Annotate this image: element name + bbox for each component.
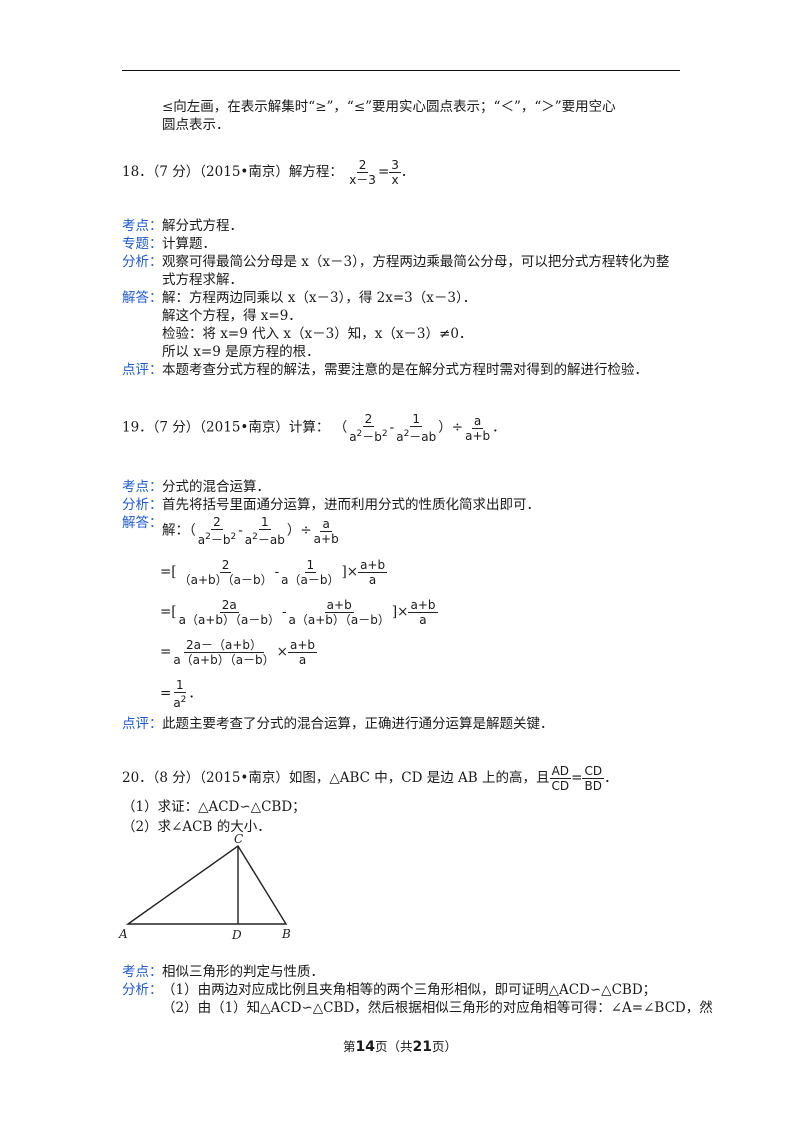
prev-line-2: 圆点表示．	[162, 117, 230, 133]
q20-fenxi-label: 分析：	[122, 982, 163, 998]
q19-jieda-label: 解答：	[122, 515, 163, 531]
q20-part-2: （2）求∠ACB 的大小．	[122, 819, 271, 835]
q18-fenxi-label: 分析：	[122, 254, 163, 270]
q19-dianping: 此题主要考查了分式的混合运算，正确进行通分运算是解题关键．	[162, 716, 554, 732]
q18-header-text: 18．（7 分）（2015•南京）解方程：	[122, 164, 343, 180]
q19-kaodian-label: 考点：	[122, 479, 163, 495]
q18-jieda-line-4: 所以 x=9 是原方程的根．	[162, 344, 320, 360]
q18-fenxi-line-1: 观察可得最简公分母是 x（x－3），方程两边乘最简公分母，可以把分式方程转化为整	[162, 254, 670, 270]
q18-kaodian-label: 考点：	[122, 218, 163, 234]
page-total: 21	[412, 1039, 432, 1055]
q19-kaodian: 分式的混合运算．	[162, 479, 270, 495]
q18-zhuanti-label: 专题：	[122, 236, 163, 252]
header-rule	[122, 70, 680, 71]
q20-kaodian-label: 考点：	[122, 964, 163, 980]
q18-dianping: 本题考查分式方程的解法，需要注意的是在解分式方程时需对得到的解进行检验．	[162, 362, 648, 378]
page-number: 14	[355, 1039, 375, 1055]
q19-dianping-label: 点评：	[122, 716, 163, 732]
q18-jieda-line-3: 检验：将 x=9 代入 x（x－3）知，x（x－3）≠0．	[162, 326, 473, 342]
q18-zhuanti: 计算题．	[162, 236, 216, 252]
q20-header-text: 20．（8 分）（2015•南京）如图，△ABC 中，CD 是边 AB 上的高，…	[122, 770, 550, 786]
q20-part-1: （1）求证：△ACD∽△CBD；	[122, 799, 306, 815]
point-d-label: D	[231, 928, 242, 942]
q20-kaodian: 相似三角形的判定与性质．	[162, 964, 324, 980]
q19-fenxi-label: 分析：	[122, 497, 163, 513]
q19-header-text: 19．（7 分）（2015•南京）计算：	[122, 419, 330, 436]
q20-header: 20．（8 分）（2015•南京）如图，△ABC 中，CD 是边 AB 上的高，…	[122, 764, 618, 793]
q18-kaodian: 解分式方程．	[162, 218, 243, 234]
vertex-c-label: C	[234, 832, 243, 846]
triangle-figure: C A D B	[118, 832, 291, 942]
prev-line-1: ≤向左画，在表示解集时“≥”，“≤”要用实心圆点表示；“＜”，“＞”要用空心	[162, 99, 616, 115]
q20-fenxi-line-2: （2）由（1）知△ACD∽△CBD，然后根据相似三角形的对应角相等可得：∠A=∠…	[162, 1000, 713, 1016]
q18-fenxi-line-2: 式方程求解．	[162, 272, 243, 288]
q19-fenxi: 首先将括号里面通分运算，进而利用分式的性质化简求出即可．	[162, 497, 540, 513]
page-footer: 第14页（共21页）	[342, 1039, 457, 1055]
q18-jieda-line-2: 解这个方程，得 x=9．	[162, 308, 302, 324]
vertex-a-label: A	[118, 927, 128, 941]
q20-fenxi-line-1: （1）由两边对应成比例且夹角相等的两个三角形相似，即可证明△ACD∽△CBD；	[162, 982, 657, 998]
triangle-abc	[125, 844, 288, 925]
q18-jieda-line-1: 解：方程两边同乘以 x（x－3），得 2x=3（x－3）．	[162, 290, 477, 306]
vertex-b-label: B	[281, 927, 291, 941]
q18-dianping-label: 点评：	[122, 362, 163, 378]
q18-jieda-label: 解答：	[122, 290, 163, 306]
